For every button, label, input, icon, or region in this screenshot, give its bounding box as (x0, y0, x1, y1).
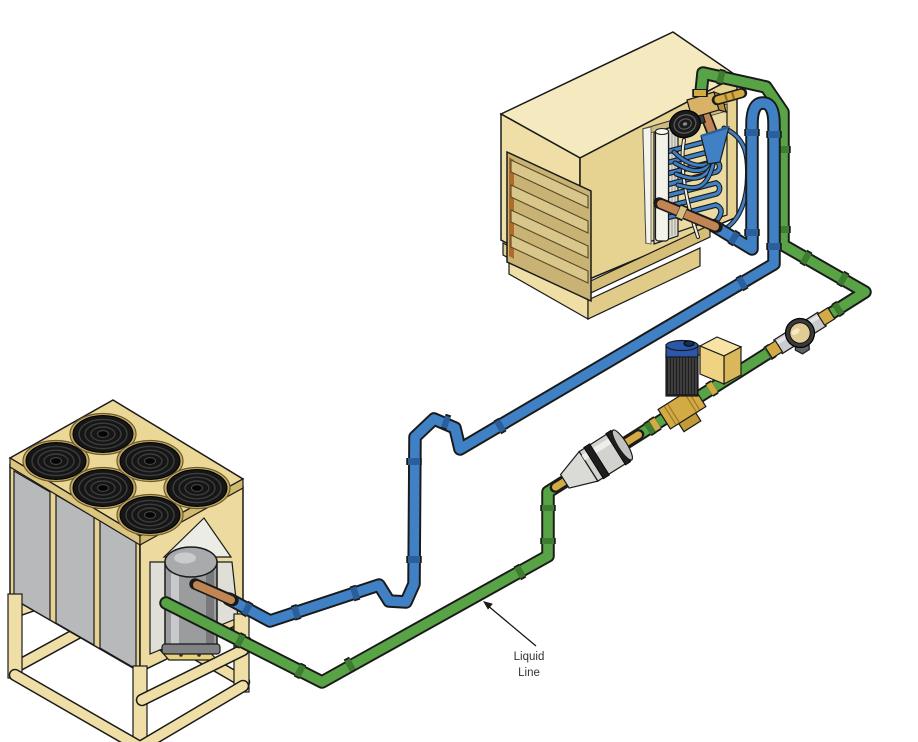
txv-inlet-fitting (714, 89, 745, 104)
txv-body (686, 87, 748, 119)
distributor (671, 125, 730, 190)
copper-stubs (189, 197, 723, 607)
condenser-fan (163, 466, 231, 510)
condenser-fan-deck (8, 399, 245, 547)
solenoid-valve (648, 336, 743, 433)
solenoid-body (657, 386, 707, 433)
condenser-panel (55, 493, 95, 647)
junction-box (698, 336, 743, 385)
evaporator-base (587, 247, 701, 320)
condenser-panel (13, 469, 51, 622)
coil-tube-sheet (654, 130, 670, 242)
liquid-line-label: Liquid Line (483, 601, 544, 679)
condenser-panel (99, 518, 137, 671)
sight-glass (764, 306, 836, 360)
label-arrow-line (486, 604, 537, 647)
label-line1: Liquid (514, 651, 545, 663)
expansion-valve-assembly (669, 87, 748, 190)
filter-drier (549, 429, 645, 493)
louver-vent (506, 150, 592, 303)
label-line2: Line (518, 667, 540, 679)
frame-front (7, 593, 250, 742)
txv-diaphragm (669, 109, 706, 139)
solenoid-coil (665, 339, 699, 397)
condensing-unit (7, 399, 253, 742)
suction-line-pipe (222, 96, 782, 628)
label-arrowhead (483, 601, 493, 610)
suction-line-fittings (240, 129, 782, 621)
